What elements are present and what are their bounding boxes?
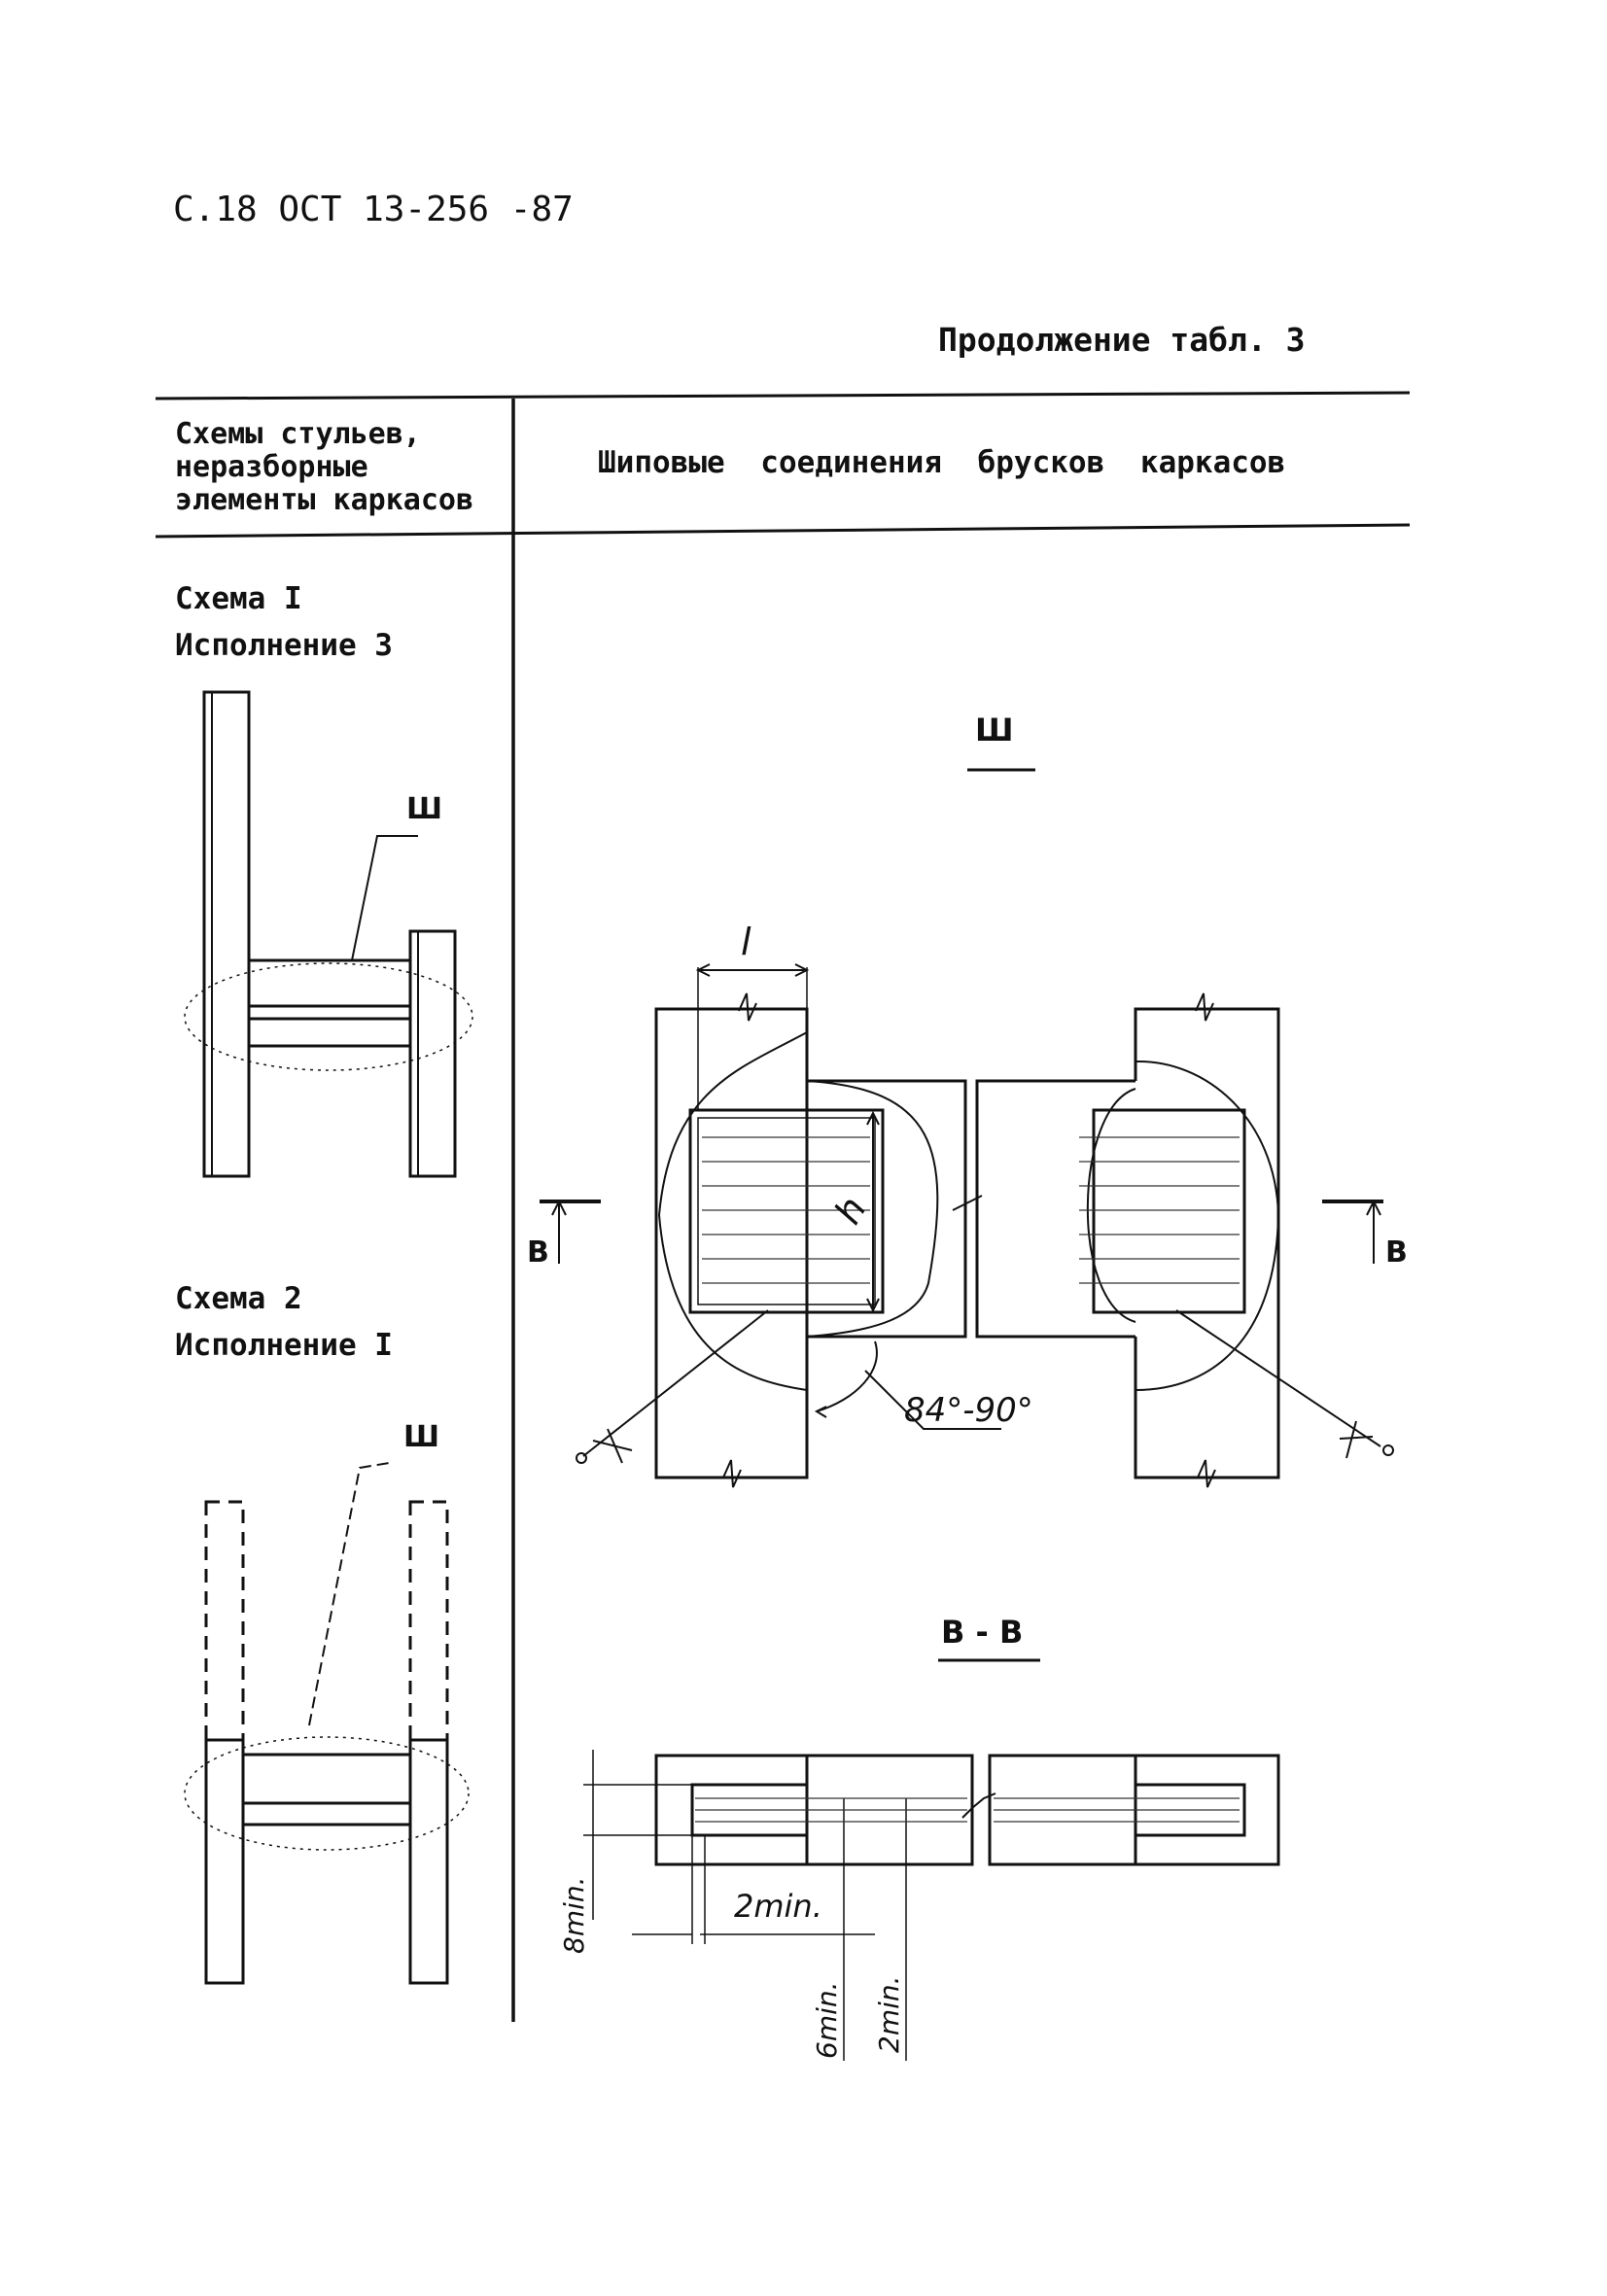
detail-view-label: Ш <box>975 712 1014 748</box>
table-continuation-caption: Продолжение табл. 3 <box>938 321 1306 359</box>
table-header-left-line2: неразборные <box>175 450 368 484</box>
detail-dim-l: l <box>741 921 751 963</box>
detail-angle-label: 84°-90° <box>904 1391 1033 1430</box>
detail-dim-h: h <box>826 1190 875 1232</box>
section-title: В - В <box>941 1614 1023 1651</box>
scheme1-callout-label: Ш <box>406 792 442 826</box>
section-mark-right: В <box>1385 1235 1408 1270</box>
table-header-rule <box>155 523 1411 539</box>
detail-joint-drawing <box>540 963 1394 1488</box>
table-header-left: Схемы стульев, неразборные элементы карк… <box>175 418 473 517</box>
scheme2-drawing <box>184 1462 470 1985</box>
scheme1-execution: Исполнение 3 <box>175 628 393 663</box>
table-header-left-line3: элементы каркасов <box>175 483 474 517</box>
section-dim-8min: 8min. <box>558 1876 590 1954</box>
table-top-rule <box>155 391 1411 400</box>
section-dim-2min-vertical: 2min. <box>873 1975 905 2053</box>
scheme1-caption: Схема I Исполнение 3 <box>175 575 393 669</box>
scheme2-execution: Исполнение I <box>175 1328 393 1363</box>
section-dim-6min: 6min. <box>811 1981 843 2059</box>
table-header-right: Шиповые соединения брусков каркасов <box>598 445 1286 480</box>
page-header: С.18 ОСТ 13-256 -87 <box>173 190 574 229</box>
scheme1-drawing <box>184 690 473 1178</box>
section-mark-left: В <box>527 1235 549 1270</box>
scheme2-title: Схема 2 <box>175 1281 302 1316</box>
section-wood-grain <box>695 1797 1240 1823</box>
section-drawing <box>583 1750 1280 2061</box>
section-dim-2min-horizontal: 2min. <box>734 1888 822 1925</box>
detail-wood-grain <box>702 1136 1240 1284</box>
scheme1-title: Схема I <box>175 581 302 616</box>
scheme2-caption: Схема 2 Исполнение I <box>175 1275 393 1369</box>
scheme2-callout-label: Ш <box>403 1420 439 1454</box>
table-header-left-line1: Схемы стульев, <box>175 417 421 451</box>
